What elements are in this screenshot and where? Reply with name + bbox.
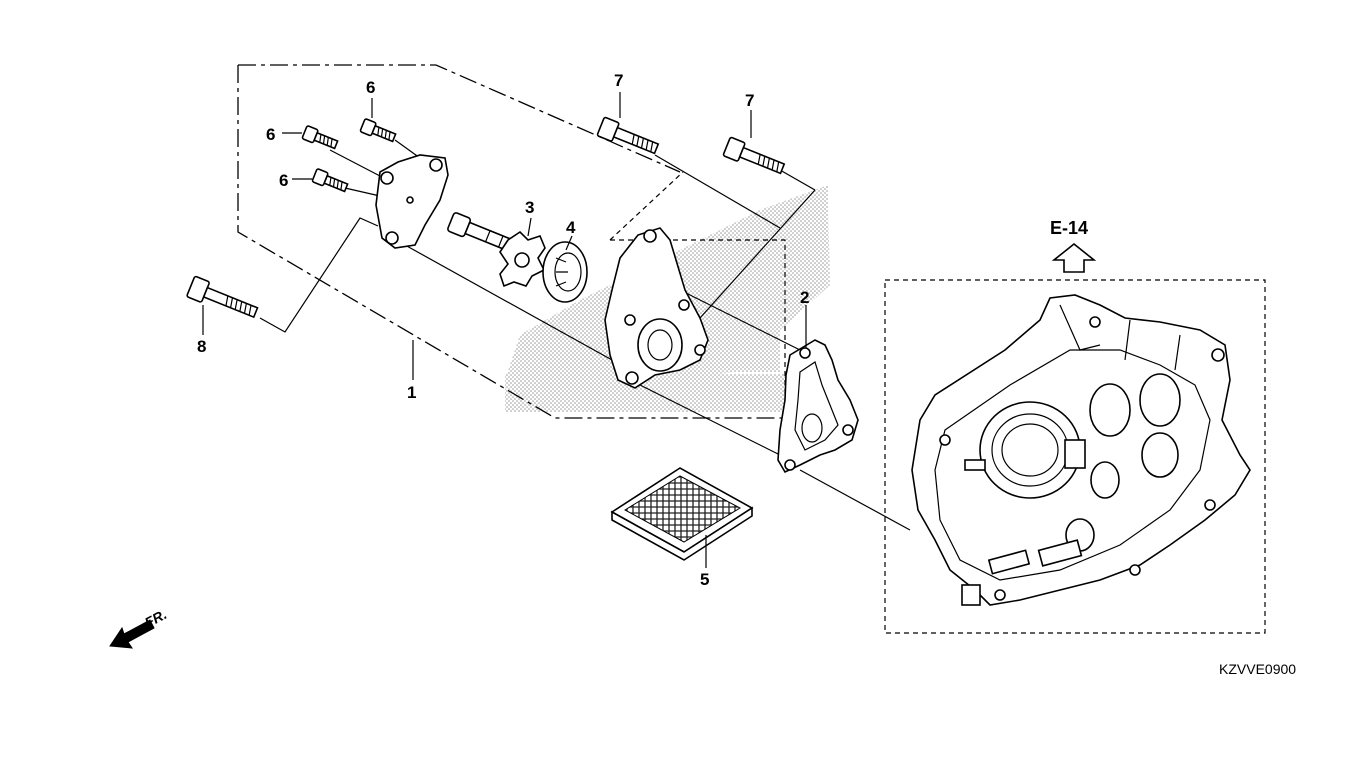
- bolt-7-right: [722, 136, 786, 175]
- outer-rotor: [542, 241, 588, 303]
- pump-body: [604, 227, 709, 389]
- callout-7-right: 7: [745, 91, 754, 110]
- callout-5: 5: [700, 570, 709, 589]
- callout-8: 8: [197, 337, 206, 356]
- screw-6-middle: [301, 125, 339, 150]
- bolt-8: [186, 275, 259, 319]
- pump-shaft: [447, 212, 514, 252]
- callout-3: 3: [525, 198, 534, 217]
- section-reference: E-14: [1050, 218, 1088, 238]
- alignment-lines: [259, 139, 911, 531]
- bolt-7-left: [596, 116, 660, 155]
- callout-6-middle: 6: [266, 125, 275, 144]
- front-direction-arrow-icon: [109, 619, 155, 649]
- diagram-code: KZVVE0900: [1219, 661, 1296, 677]
- callout-2: 2: [800, 288, 809, 307]
- callout-6-top: 6: [366, 78, 375, 97]
- callout-7-left: 7: [614, 71, 623, 90]
- callout-leaders: [202, 92, 807, 568]
- crankcase-section-box: [884, 279, 1266, 634]
- pump-gasket: [777, 339, 859, 474]
- screw-6-lower: [311, 168, 349, 193]
- callout-1: 1: [407, 383, 416, 402]
- callout-6-lower: 6: [279, 171, 288, 190]
- pump-cover-plate: [375, 154, 449, 249]
- outline-up-arrow-icon: [1051, 242, 1097, 273]
- inner-rotor: [499, 230, 546, 288]
- crankcase-illustration: [911, 294, 1251, 606]
- screw-6-top: [359, 118, 397, 143]
- oil-strainer-screen: [610, 467, 754, 561]
- callout-4: 4: [566, 218, 576, 237]
